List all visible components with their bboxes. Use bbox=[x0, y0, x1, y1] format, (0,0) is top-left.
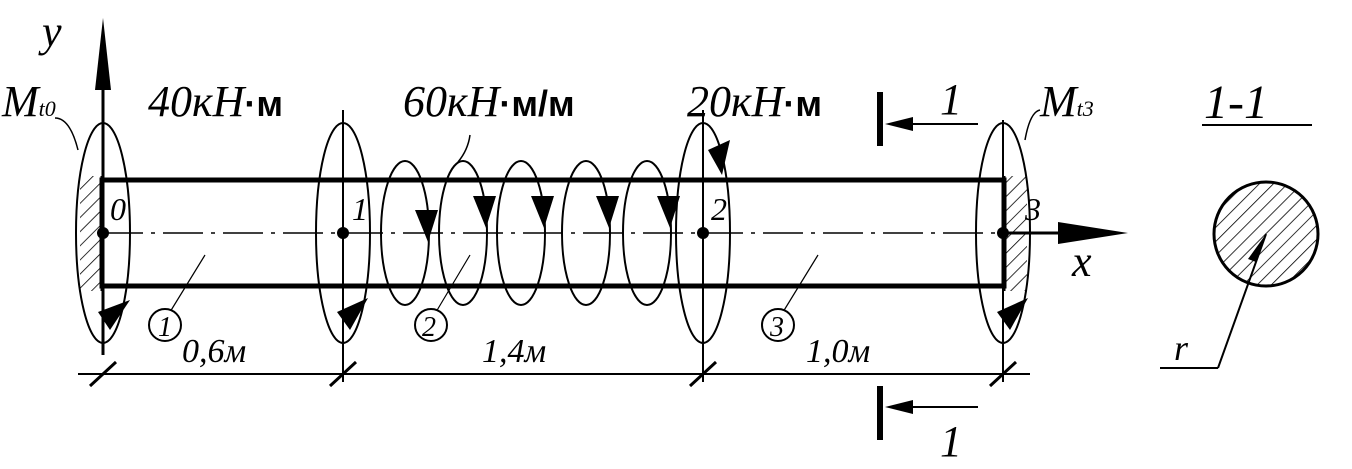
section-cut-top: 1 bbox=[877, 75, 978, 146]
node-dot-2 bbox=[697, 227, 709, 239]
node-dots bbox=[97, 227, 1009, 239]
point-label-2: 2 bbox=[711, 191, 727, 227]
dimension-line bbox=[78, 360, 1030, 388]
section-cut-bottom-label: 1 bbox=[940, 417, 962, 466]
moment-mt0 bbox=[75, 122, 131, 344]
moment-mt3 bbox=[975, 122, 1031, 344]
section-title: 1-1 bbox=[1204, 76, 1268, 129]
segment-marker-1: 1 bbox=[148, 254, 206, 343]
svg-text:2: 2 bbox=[422, 312, 436, 343]
y-axis-label: y bbox=[38, 7, 62, 56]
section-cut-bottom: 1 bbox=[877, 386, 978, 466]
radius-label: r bbox=[1174, 328, 1189, 368]
length-label-2: 1,4м bbox=[482, 333, 546, 370]
x-axis-label: x bbox=[1071, 237, 1092, 286]
point-label-1: 1 bbox=[352, 191, 368, 227]
moment-label-distributed: 60кН·м/м bbox=[403, 77, 575, 126]
moment-label-m2: 20кН·м bbox=[687, 77, 822, 126]
moment-m2 bbox=[675, 122, 731, 344]
moment-m1 bbox=[315, 122, 371, 344]
node-dot-1 bbox=[337, 227, 349, 239]
length-label-3: 1,0м bbox=[806, 333, 870, 370]
moment-label-m1: 40кН·м bbox=[148, 77, 283, 126]
moment-label-mt3: Mt3 bbox=[1039, 77, 1094, 126]
section-verticals bbox=[342, 110, 1004, 382]
section-cut-top-label: 1 bbox=[940, 75, 962, 124]
segment-marker-3: 3 bbox=[761, 254, 819, 343]
length-label-1: 0,6м bbox=[182, 333, 246, 370]
node-dot-3 bbox=[997, 227, 1009, 239]
cross-section: 1-1 r bbox=[1160, 76, 1320, 369]
svg-text:1: 1 bbox=[158, 312, 172, 343]
point-label-3: 3 bbox=[1024, 191, 1041, 227]
moment-label-mt0: Mt0 bbox=[1, 77, 56, 126]
segment-marker-2: 2 bbox=[414, 254, 471, 343]
point-label-0: 0 bbox=[110, 191, 126, 227]
svg-text:3: 3 bbox=[769, 312, 784, 343]
distributed-moment bbox=[380, 160, 680, 306]
node-dot-0 bbox=[97, 227, 109, 239]
